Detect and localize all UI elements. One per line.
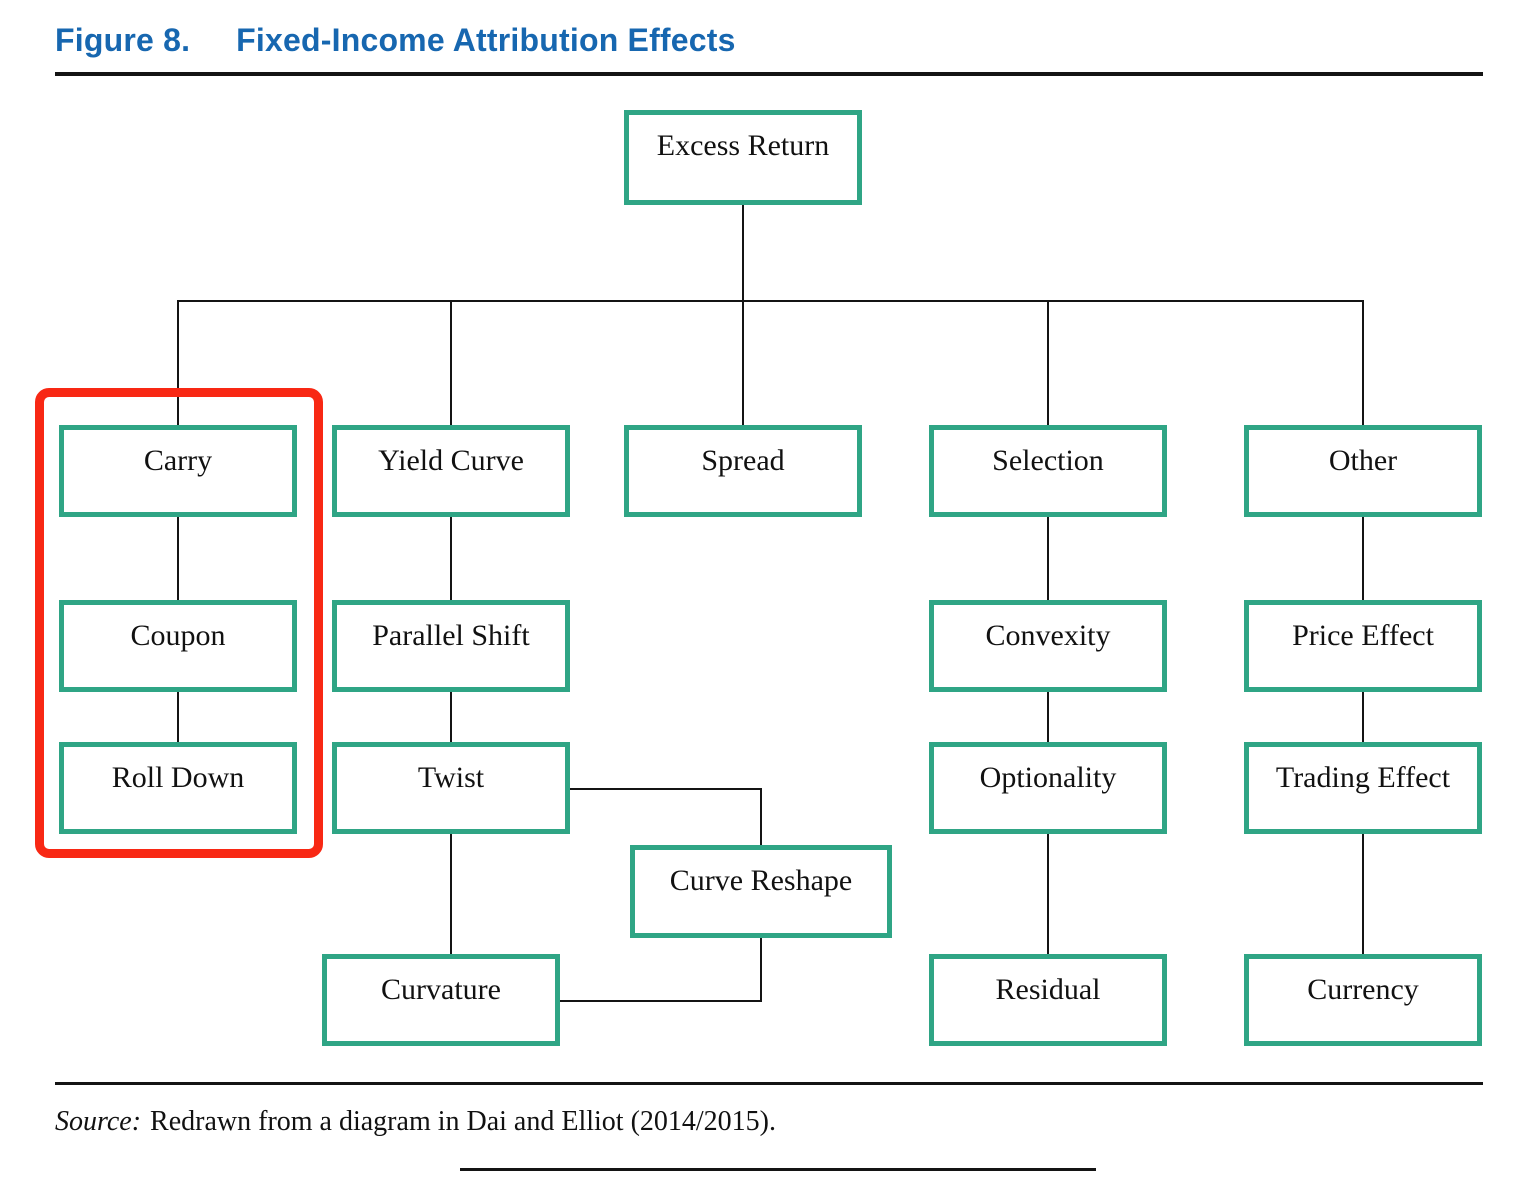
connector-curvature-to-curve-reshape-v <box>760 938 762 1002</box>
connector-convexity-to-optionality <box>1047 692 1049 742</box>
footer-rule <box>55 1082 1483 1085</box>
connector-trunk-to-selection <box>1047 300 1049 425</box>
connector-trunk-to-yield-curve <box>450 300 452 425</box>
node-label-other: Other <box>1328 444 1398 477</box>
node-label-twist: Twist <box>417 761 485 794</box>
node-other: Other <box>1244 425 1482 517</box>
connector-price-effect-to-trading-effect <box>1362 692 1364 742</box>
connector-excess-to-trunk <box>742 205 744 300</box>
node-label-curvature: Curvature <box>381 973 501 1006</box>
connector-trading-effect-to-currency <box>1362 834 1364 954</box>
node-selection: Selection <box>929 425 1167 517</box>
connector-optionality-to-residual <box>1047 834 1049 954</box>
node-curvature: Curvature <box>322 954 560 1046</box>
node-carry: Carry <box>59 425 297 517</box>
node-residual: Residual <box>929 954 1167 1046</box>
node-label-price-effect: Price Effect <box>1292 619 1434 652</box>
connector-trunk-to-other <box>1362 300 1364 425</box>
node-label-roll-down: Roll Down <box>111 761 245 794</box>
figure-name: Fixed-Income Attribution Effects <box>236 22 736 58</box>
connector-trunk-to-spread <box>742 300 744 425</box>
node-label-excess-return: Excess Return <box>656 129 830 162</box>
bottom-short-rule <box>460 1168 1096 1171</box>
node-price-effect: Price Effect <box>1244 600 1482 692</box>
title-rule <box>55 72 1483 76</box>
connector-curvature-to-curve-reshape-h <box>560 1000 762 1002</box>
node-curve-reshape: Curve Reshape <box>630 845 892 938</box>
node-twist: Twist <box>332 742 570 834</box>
node-label-trading-effect: Trading Effect <box>1275 761 1451 794</box>
connector-other-to-price-effect <box>1362 517 1364 600</box>
connector-yield-curve-to-parallel-shift <box>450 517 452 600</box>
connector-trunk-to-carry <box>177 300 179 425</box>
node-roll-down: Roll Down <box>59 742 297 834</box>
node-convexity: Convexity <box>929 600 1167 692</box>
node-label-convexity: Convexity <box>985 619 1111 652</box>
node-label-spread: Spread <box>701 444 785 477</box>
node-yield-curve: Yield Curve <box>332 425 570 517</box>
connector-trunk <box>177 300 1364 302</box>
node-label-curve-reshape: Curve Reshape <box>669 864 853 897</box>
connector-twist-to-curve-reshape-h <box>570 788 762 790</box>
node-optionality: Optionality <box>929 742 1167 834</box>
carry-group-highlight <box>35 388 323 858</box>
connector-twist-to-curvature <box>450 834 452 954</box>
node-label-residual: Residual <box>995 973 1101 1006</box>
figure-label: Figure 8. <box>55 22 191 58</box>
connector-carry-to-coupon <box>177 517 179 600</box>
node-parallel-shift: Parallel Shift <box>332 600 570 692</box>
connector-selection-to-convexity <box>1047 517 1049 600</box>
node-label-currency: Currency <box>1307 973 1419 1006</box>
source-caption: Source: Redrawn from a diagram in Dai and… <box>55 1102 776 1142</box>
node-label-selection: Selection <box>992 444 1104 477</box>
node-trading-effect: Trading Effect <box>1244 742 1482 834</box>
node-currency: Currency <box>1244 954 1482 1046</box>
node-spread: Spread <box>624 425 862 517</box>
source-text: Redrawn from a diagram in Dai and Elliot… <box>150 1106 776 1137</box>
figure-title: Figure 8. Fixed-Income Attribution Effec… <box>55 22 736 59</box>
source-prefix: Source: <box>55 1106 142 1137</box>
connector-coupon-to-roll-down <box>177 692 179 742</box>
node-label-yield-curve: Yield Curve <box>378 444 524 477</box>
connector-twist-to-curve-reshape-v <box>760 788 762 845</box>
node-label-coupon: Coupon <box>130 619 226 652</box>
node-label-carry: Carry <box>143 444 213 477</box>
node-coupon: Coupon <box>59 600 297 692</box>
node-label-optionality: Optionality <box>979 761 1117 794</box>
node-label-parallel-shift: Parallel Shift <box>372 619 530 652</box>
connector-parallel-shift-to-twist <box>450 692 452 742</box>
node-excess-return: Excess Return <box>624 110 862 205</box>
